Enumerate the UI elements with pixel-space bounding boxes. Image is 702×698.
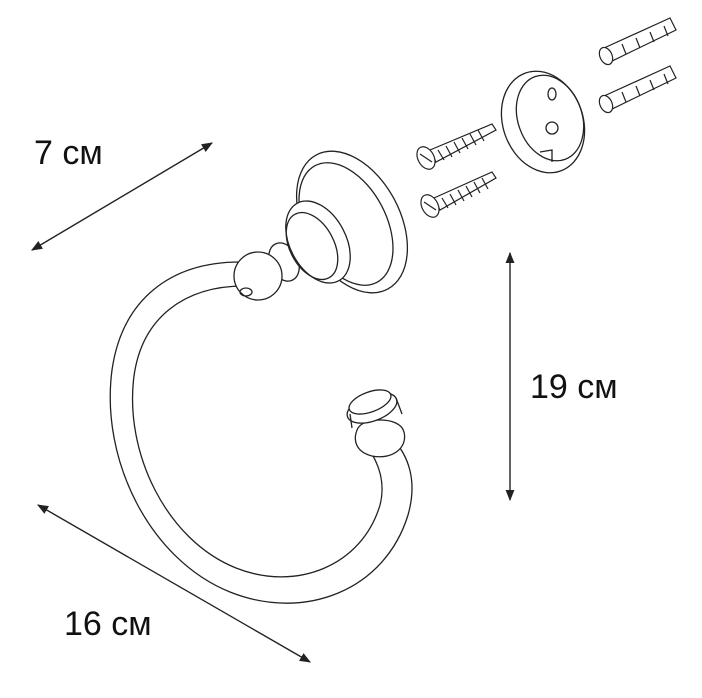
screw-upper: [413, 124, 496, 172]
mounting-plate: [488, 59, 599, 184]
screw-lower: [417, 172, 496, 220]
width-dimension-arrow: [37, 505, 311, 662]
ring-end-knob: [343, 385, 404, 457]
wall-anchor-upper: [597, 18, 676, 67]
height-label: 19 см: [530, 368, 618, 406]
wall-anchor-lower: [597, 66, 676, 115]
depth-dimension-arrow: [31, 143, 213, 250]
width-label: 16 см: [64, 605, 152, 643]
towel-ring: [110, 262, 412, 603]
wall-flange: [273, 132, 430, 311]
depth-label: 7 см: [34, 134, 103, 172]
